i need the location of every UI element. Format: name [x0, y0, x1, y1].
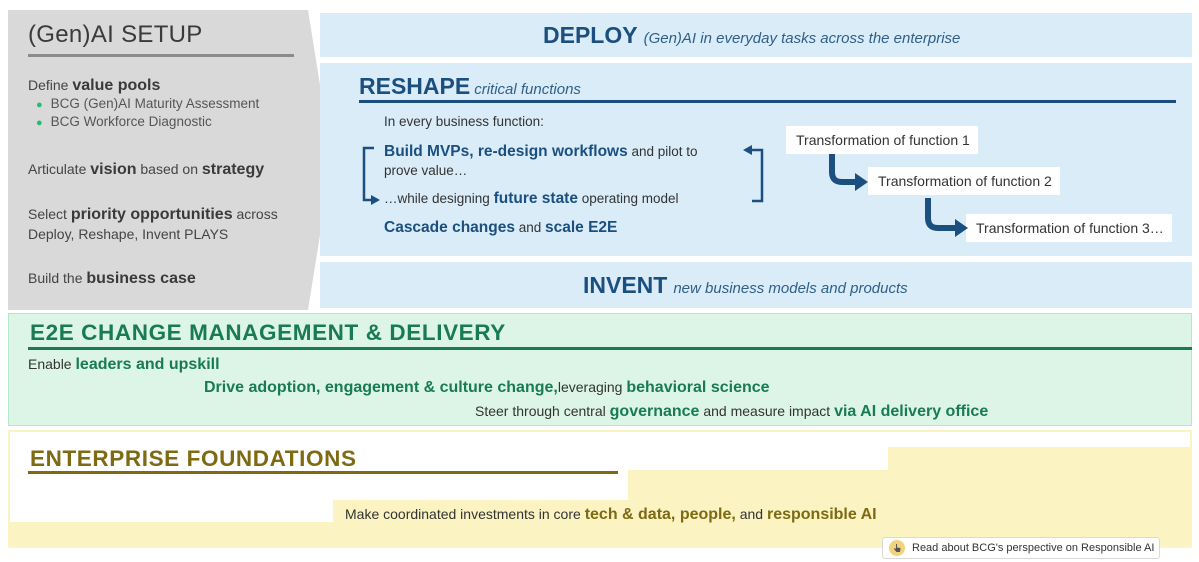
- e2e-line2-bold: Drive adoption, engagement & culture cha…: [204, 379, 558, 396]
- setup-priority-text: across: [232, 206, 278, 222]
- setup-value-pools-bold: value pools: [72, 77, 161, 94]
- reshape-future-text: operating model: [577, 191, 679, 206]
- reshape-future-state: …while designing future state operating …: [384, 190, 679, 208]
- e2e-governance-bold: governance: [609, 403, 700, 420]
- e2e-line3-text: and measure impact: [699, 403, 835, 419]
- reshape-mvp: Build MVPs, re-design workflows and pilo…: [384, 143, 698, 161]
- reshape-subtitle: critical functions: [474, 81, 581, 98]
- pointer-hand-icon: [889, 540, 905, 556]
- setup-priority-text: Select: [28, 206, 71, 222]
- e2e-title-underline: [28, 347, 1192, 350]
- setup-priority-bold: priority opportunities: [70, 206, 233, 223]
- transformation-function-3: Transformation of function 3…: [966, 214, 1172, 242]
- deploy-title: DEPLOY: [543, 22, 638, 48]
- setup-bullet-text: BCG Workforce Diagnostic: [50, 114, 212, 129]
- reshape-future-text: …while designing: [384, 191, 494, 206]
- invent-title: INVENT: [583, 272, 668, 298]
- e2e-panel: [8, 313, 1192, 426]
- e2e-line3-text: Steer through central: [475, 403, 610, 419]
- reshape-cascade-text: and: [514, 220, 545, 235]
- curved-arrow-icon: [829, 154, 868, 191]
- foundations-staircase-shape: [10, 432, 1190, 522]
- setup-title-underline: [28, 54, 294, 57]
- e2e-delivery-office-bold: via AI delivery office: [834, 403, 989, 420]
- reshape-title: RESHAPE: [359, 73, 471, 99]
- reshape-future-bold: future state: [493, 190, 578, 207]
- setup-bullet-text: BCG (Gen)AI Maturity Assessment: [50, 96, 260, 111]
- foundations-investments: Make coordinated investments in core tec…: [345, 506, 877, 524]
- e2e-drive-adoption: Drive adoption, engagement & culture cha…: [204, 379, 770, 397]
- bullet-dot-icon: ●: [36, 117, 43, 129]
- setup-business-case-text: Build the: [28, 270, 87, 286]
- setup-vision-text: based on: [136, 161, 202, 177]
- invent-heading: INVENT new business models and products: [583, 272, 908, 299]
- reshape-cascade: Cascade changes and scale E2E: [384, 219, 617, 237]
- foundations-tech-people-bold: tech & data, people,: [584, 506, 736, 523]
- setup-business-case: Build the business case: [28, 269, 196, 288]
- invent-panel: [320, 262, 1192, 308]
- reshape-scale-bold: scale E2E: [545, 219, 618, 236]
- deploy-panel: [320, 13, 1192, 57]
- setup-priority: Select priority opportunities across: [28, 205, 278, 224]
- setup-business-case-bold: business case: [86, 270, 196, 287]
- transformation-function-2: Transformation of function 2: [868, 167, 1060, 195]
- e2e-line1-text: Enable: [28, 356, 76, 372]
- setup-chevron-panel: [8, 10, 332, 310]
- invent-subtitle: new business models and products: [673, 280, 908, 297]
- reshape-mvp-line2: prove value…: [384, 163, 468, 178]
- responsible-ai-link-label: Read about BCG's perspective on Responsi…: [912, 542, 1155, 554]
- e2e-line1-bold: leaders and upskill: [75, 356, 220, 373]
- foundations-text: and: [735, 506, 767, 522]
- setup-bullet-maturity: ● BCG (Gen)AI Maturity Assessment: [36, 96, 259, 111]
- setup-title: (Gen)AI SETUP: [28, 21, 203, 48]
- e2e-line2-text: leveraging: [557, 379, 627, 395]
- reshape-intro: In every business function:: [384, 114, 544, 129]
- setup-value-pools: Define value pools: [28, 76, 160, 95]
- foundations-responsible-ai-bold: responsible AI: [766, 506, 877, 523]
- setup-vision-bold: vision: [90, 161, 137, 178]
- e2e-title: E2E CHANGE MANAGEMENT & DELIVERY: [30, 320, 506, 345]
- foundations-text: Make coordinated investments in core: [345, 506, 585, 522]
- setup-vision-text: Articulate: [28, 161, 91, 177]
- reshape-mvp-text: and pilot to: [627, 144, 698, 159]
- responsible-ai-link[interactable]: Read about BCG's perspective on Responsi…: [882, 537, 1160, 559]
- e2e-enable-leaders: Enable leaders and upskill: [28, 356, 220, 374]
- foundations-title-underline: [28, 471, 618, 474]
- e2e-steer-governance: Steer through central governance and mea…: [475, 403, 988, 421]
- reshape-title-underline: [359, 100, 1176, 103]
- transformation-function-1: Transformation of function 1: [786, 126, 978, 154]
- setup-vision: Articulate vision based on strategy: [28, 160, 264, 179]
- foundations-title: ENTERPRISE FOUNDATIONS: [30, 446, 357, 471]
- setup-strategy-bold: strategy: [201, 161, 265, 178]
- deploy-heading: DEPLOY (Gen)AI in everyday tasks across t…: [543, 22, 960, 49]
- setup-bullet-workforce: ● BCG Workforce Diagnostic: [36, 114, 212, 129]
- iteration-loop-arrows-icon: [362, 145, 764, 205]
- setup-value-pools-text: Define: [28, 77, 73, 93]
- reshape-cascade-bold: Cascade changes: [384, 219, 515, 236]
- setup-priority-line2: Deploy, Reshape, Invent PLAYS: [28, 226, 229, 242]
- reshape-mvp-bold: Build MVPs, re-design workflows: [384, 143, 628, 160]
- deploy-subtitle: (Gen)AI in everyday tasks across the ent…: [643, 30, 961, 47]
- curved-arrow-icon: [925, 198, 968, 237]
- bullet-dot-icon: ●: [36, 99, 43, 111]
- e2e-behavioral-science-bold: behavioral science: [626, 379, 770, 396]
